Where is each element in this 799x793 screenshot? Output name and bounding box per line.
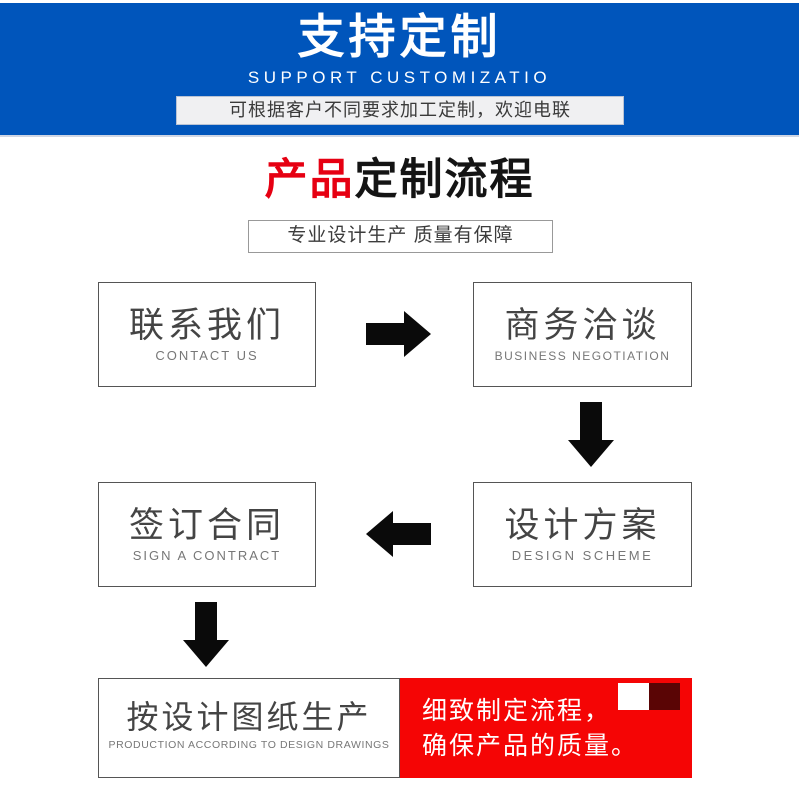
header-title: 支持定制 <box>297 10 502 63</box>
flow-step-sign-a-contract: 签订合同 SIGN A CONTRACT <box>98 482 316 587</box>
flow-step-label-cn: 签订合同 <box>128 506 285 545</box>
arrow-right-icon <box>366 309 432 364</box>
flow-step-business-negotiation: 商务洽谈 BUSINESS NEGOTIATION <box>473 282 692 387</box>
flow-step-label-en: SIGN A CONTRACT <box>132 548 282 563</box>
quality-callout-line-1: 细致制定流程， <box>422 697 612 725</box>
decorative-squares <box>618 683 680 710</box>
page-subtitle: 专业设计生产 质量有保障 <box>248 220 553 253</box>
flow-step-label-cn: 按设计图纸生产 <box>126 699 372 735</box>
arrow-down-icon <box>566 402 616 473</box>
decor-square-dark-icon <box>649 683 680 710</box>
flow-step-contact-us: 联系我们 CONTACT US <box>98 282 316 387</box>
arrow-down-icon <box>181 602 231 673</box>
flow-step-label-en: CONTACT US <box>155 348 259 363</box>
header-subtitle: SUPPORT CUSTOMIZATIO <box>247 68 552 87</box>
flow-step-label-cn: 设计方案 <box>504 506 661 545</box>
arrow-left-icon <box>366 509 432 564</box>
decor-square-light-icon <box>618 683 649 710</box>
page-title: 产品定制流程 <box>0 152 799 208</box>
flow-step-design-scheme: 设计方案 DESIGN SCHEME <box>473 482 692 587</box>
page-header: 支持定制 SUPPORT CUSTOMIZATIO 可根据客户不同要求加工定制，… <box>0 3 799 137</box>
flow-step-label-en: PRODUCTION ACCORDING TO DESIGN DRAWINGS <box>108 739 390 751</box>
page-title-plain: 定制流程 <box>354 156 535 204</box>
flow-step-label-en: BUSINESS NEGOTIATION <box>494 349 671 363</box>
quality-callout-line-2: 确保产品的质量。 <box>422 732 639 760</box>
flow-step-label-cn: 联系我们 <box>128 306 285 345</box>
flow-step-label-cn: 商务洽谈 <box>504 306 661 345</box>
flow-step-production: 按设计图纸生产 PRODUCTION ACCORDING TO DESIGN D… <box>98 678 400 778</box>
quality-callout: 细致制定流程， 确保产品的质量。 <box>400 678 692 778</box>
header-note-banner: 可根据客户不同要求加工定制，欢迎电联 <box>176 96 624 125</box>
page-title-accent: 产品 <box>264 156 355 204</box>
flow-step-label-en: DESIGN SCHEME <box>511 548 654 563</box>
